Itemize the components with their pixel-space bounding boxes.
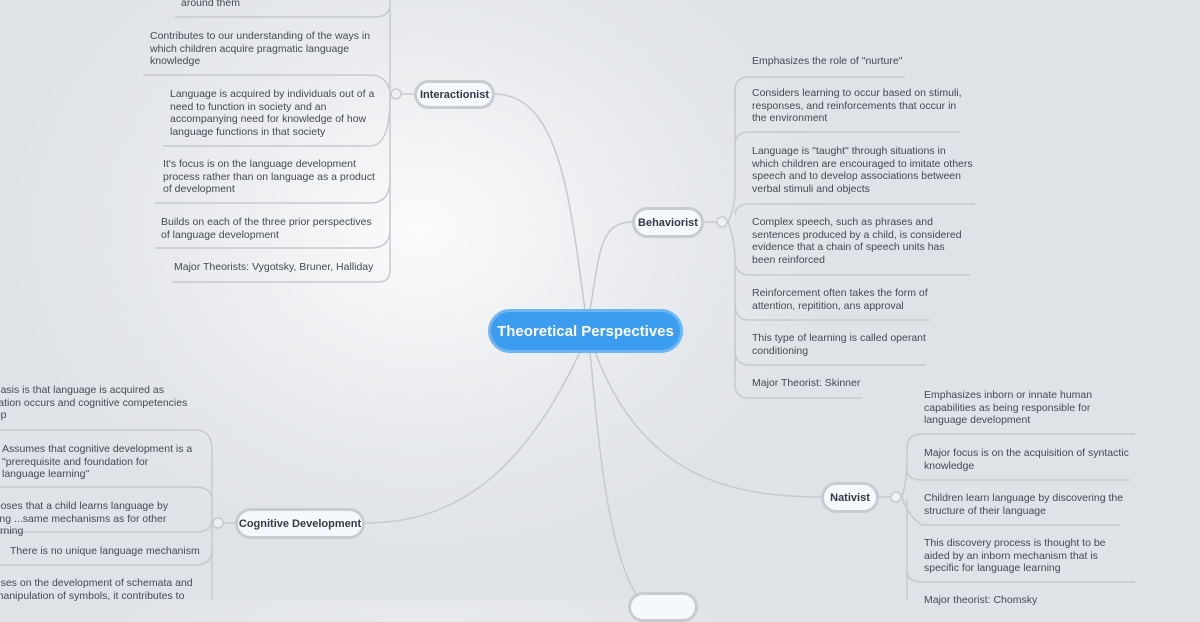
- behaviorist-item[interactable]: Considers learning to occur based on sti…: [752, 87, 962, 125]
- cognitive-item[interactable]: ...poses that a child learns language by…: [0, 500, 169, 538]
- interactionist-item[interactable]: around them: [181, 0, 240, 9]
- connector-lines: [0, 0, 1135, 600]
- topic-partial[interactable]: [628, 592, 698, 622]
- topic-interactionist[interactable]: Interactionist: [414, 80, 495, 109]
- interactionist-item[interactable]: Language is acquired by individuals out …: [170, 88, 375, 139]
- behaviorist-item[interactable]: Reinforcement often takes the form of at…: [752, 287, 928, 312]
- behaviorist-item[interactable]: Major Theorist: Skinner: [752, 377, 861, 389]
- topic-nativist[interactable]: Nativist: [821, 482, 879, 513]
- nativist-item[interactable]: Children learn language by discovering t…: [924, 492, 1124, 517]
- nativist-item[interactable]: Major theorist: Chomsky: [924, 594, 1038, 606]
- interactionist-item[interactable]: Builds on each of the three prior perspe…: [161, 216, 372, 241]
- nativist-item[interactable]: This discovery process is thought to be …: [924, 537, 1106, 575]
- cognitive-item[interactable]: Assumes that cognitive development is a …: [2, 443, 193, 481]
- central-topic[interactable]: Theoretical Perspectives: [488, 309, 683, 353]
- interactionist-item[interactable]: Major Theorists: Vygotsky, Bruner, Halli…: [174, 261, 374, 273]
- behaviorist-item[interactable]: Emphasizes the role of "nurture": [752, 55, 903, 67]
- behaviorist-item[interactable]: This type of learning is called operant …: [752, 332, 926, 357]
- topic-behaviorist[interactable]: Behaviorist: [632, 207, 704, 238]
- cognitive-item[interactable]: ...uses on the development of schemata a…: [0, 577, 193, 602]
- interactionist-item[interactable]: Contributes to our understanding of the …: [150, 30, 371, 68]
- topic-cognitive-development[interactable]: Cognitive Development: [235, 508, 365, 539]
- cognitive-item[interactable]: There is no unique language mechanism: [10, 545, 200, 557]
- nativist-item[interactable]: Major focus is on the acquisition of syn…: [924, 447, 1129, 472]
- behaviorist-item[interactable]: Language is "taught" through situations …: [752, 145, 973, 196]
- interactionist-item[interactable]: It's focus is on the language developmen…: [163, 158, 375, 196]
- nativist-item[interactable]: Emphasizes inborn or innate human capabi…: [924, 389, 1093, 427]
- cognitive-item[interactable]: ...hasis is that language is acquired as…: [0, 384, 188, 422]
- behaviorist-item[interactable]: Complex speech, such as phrases and sent…: [752, 216, 962, 267]
